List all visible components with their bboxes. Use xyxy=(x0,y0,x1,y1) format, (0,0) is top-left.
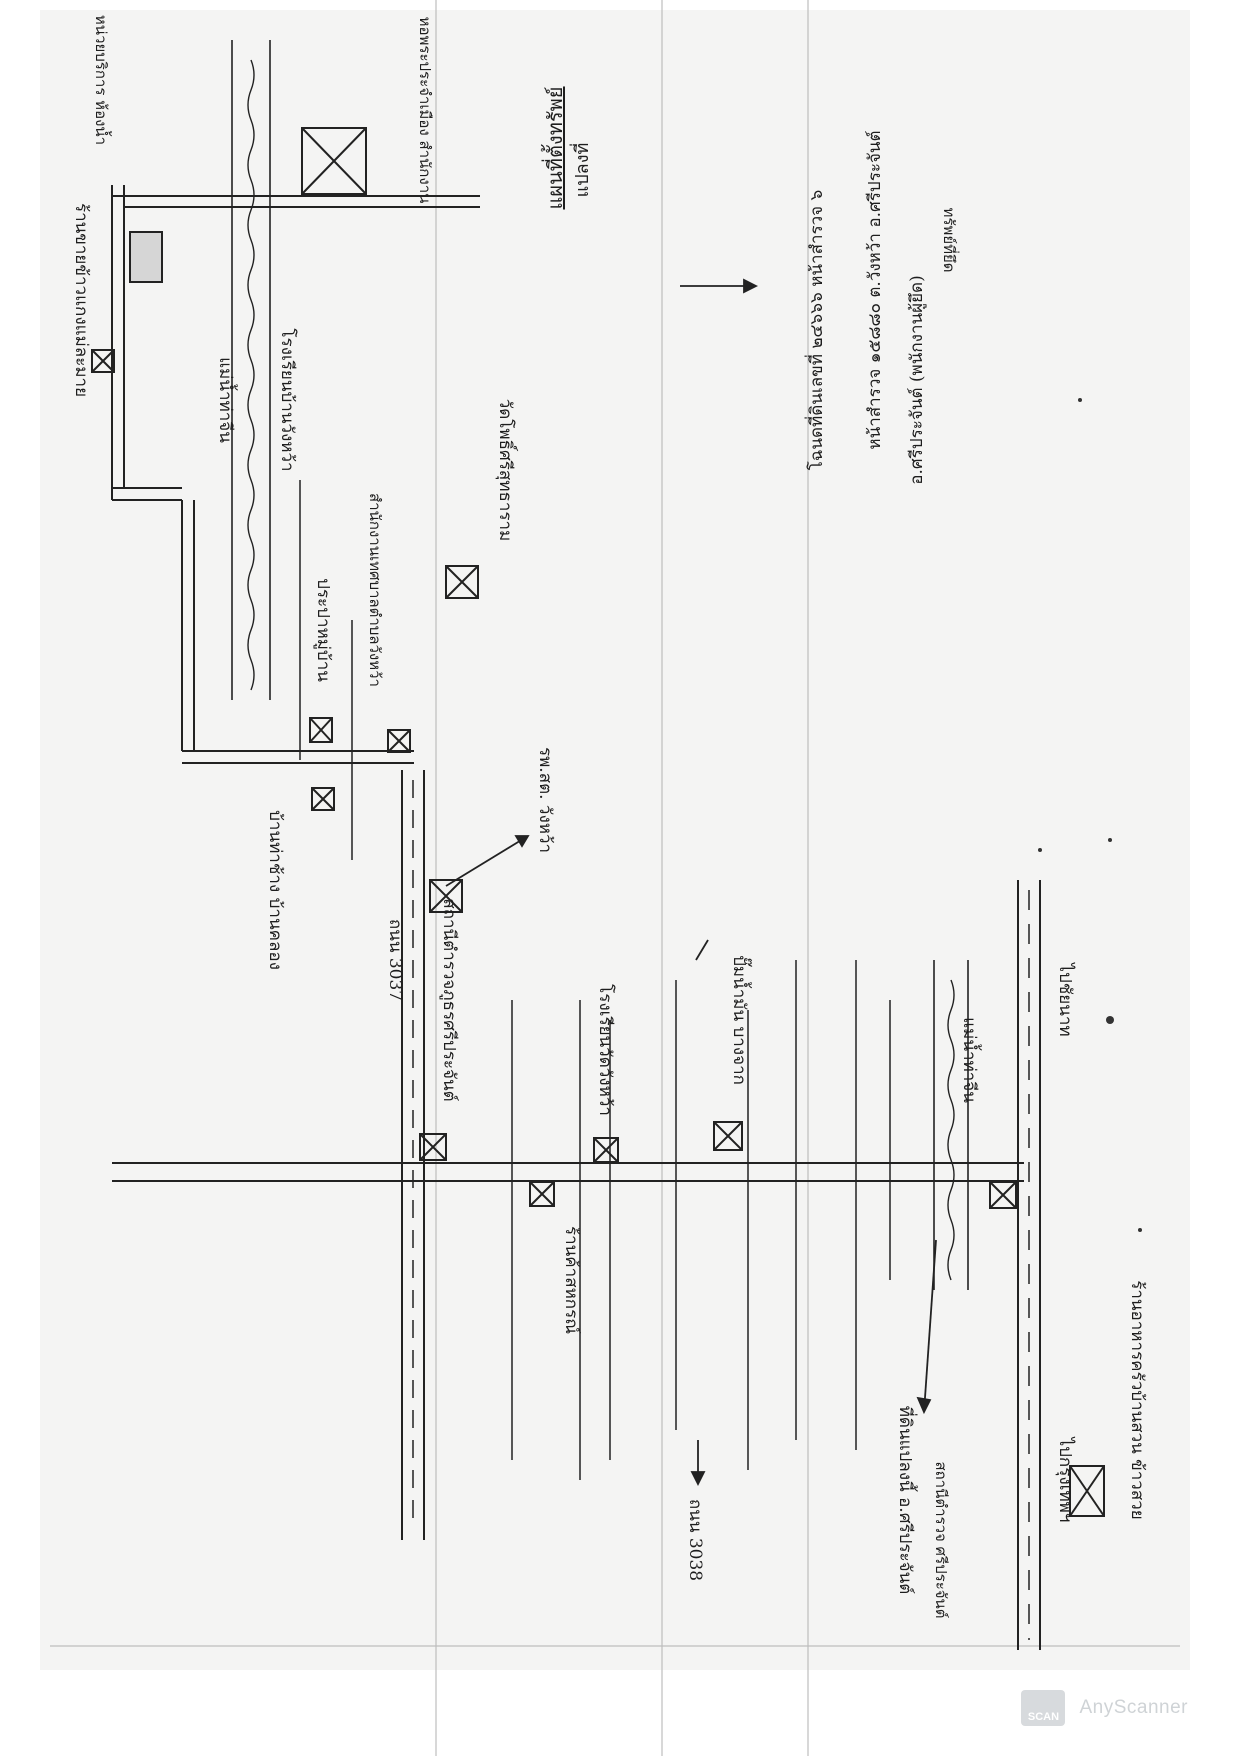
deed-note-1: โฉนดที่ดินเลขที่ ๒๔๖๖๖ หน้าสำรวจ ๖ xyxy=(804,190,827,471)
river-north-label: แม่น้ำท่าจีน xyxy=(215,357,238,443)
building-marker-mid xyxy=(311,787,335,811)
map-title: แผนที่ตั้งทรัพย์ xyxy=(541,86,567,209)
label-police: สถานีตำรวจภูธรศรีประจันต์ xyxy=(439,898,459,1101)
label-shop-right: ร้านค้าสหกรณ์ xyxy=(561,1226,581,1334)
pointer-arrows xyxy=(445,278,937,1487)
building-marker-river xyxy=(309,717,333,743)
building-marker-shop xyxy=(529,1181,555,1207)
river-south-label: แม่น้ำท่าจีน xyxy=(959,1017,982,1103)
river-south xyxy=(933,960,969,1290)
road-3037-label: ถนน 3037 xyxy=(385,919,405,1001)
building-marker-coop xyxy=(593,1137,619,1163)
label-target-note: ทรัพย์ที่ยึด xyxy=(940,207,960,272)
label-office-top: หอพระประจำเมือง สำนักงาน xyxy=(416,17,434,204)
building-marker-large-top xyxy=(301,127,367,195)
landmark-markers xyxy=(91,127,1105,1517)
property-marker xyxy=(989,1181,1017,1209)
scan-specks xyxy=(1038,398,1142,1232)
building-marker-bottom xyxy=(1069,1465,1105,1517)
label-municipal: สำนักงานเทศบาลตำบลวังหว้า xyxy=(366,493,384,687)
scanner-watermark: SCAN AnyScanner xyxy=(1021,1690,1188,1726)
label-temple: วัดโพธิ์ศรีสุทธาราม xyxy=(495,399,518,542)
label-market-corner: หน่วยบริการ ห้องน้ำ xyxy=(92,15,112,145)
label-village-office: บ้านท่าช้าง บ้านคลอง xyxy=(265,810,285,970)
building-marker-3037 xyxy=(429,879,463,913)
building-marker-hatched xyxy=(129,231,163,283)
to-bangkok-label: ไปกรุงเทพฯ xyxy=(1055,1436,1076,1523)
main-road-vertical-right xyxy=(1017,880,1041,1650)
to-chainat-label: ไปชัยนาท xyxy=(1055,961,1076,1036)
label-water-office: ประปาหมู่บ้าน xyxy=(313,578,333,682)
upper-lane xyxy=(111,185,480,764)
label-property: ที่ดินแปลงนี้ อ.ศรีประจันต์ xyxy=(895,1406,918,1595)
label-school-right: โรงเรียนวัดวังหว้า xyxy=(595,984,616,1116)
building-marker-corner xyxy=(445,565,479,599)
map-title-sub: แปลงที่ xyxy=(569,143,593,198)
deed-note-2: หน้าสำรวจ ๑๕๘๘๐ ต.วังหว้า อ.ศรีประจันต์ xyxy=(865,130,885,449)
building-marker-top-left xyxy=(91,349,115,373)
deed-note-3: อ.ศรีประจันต์ (พนักงานผู้ยึด) xyxy=(907,275,927,484)
label-school: โรงเรียนบ้านวังหว้า xyxy=(277,328,298,471)
label-gas-station: ปั๊มน้ำมัน บางจาก xyxy=(729,955,753,1085)
building-marker-gas xyxy=(713,1121,743,1151)
road-3038-label: ถนน 3038 xyxy=(685,1499,705,1581)
label-health-center: รพ.สต. วังหว้า xyxy=(535,747,555,853)
soi-lanes xyxy=(299,480,891,1480)
building-marker-junction xyxy=(419,1133,447,1161)
label-police-bottom: สถานีตำรวจ ศรีประจันต์ xyxy=(932,1461,950,1618)
river-north xyxy=(231,40,271,700)
main-road-horizontal xyxy=(112,1162,1024,1182)
label-shop-bottom: ร้านอาหารครัวบ้านสวน ข้าวสวย xyxy=(1127,1280,1147,1520)
building-marker-lane xyxy=(387,729,411,753)
label-rice-shop: ร้านขายข้าวแกงแม่ละมาย xyxy=(71,203,91,397)
scanner-logo-icon: SCAN xyxy=(1021,1690,1066,1726)
scanner-name: AnyScanner xyxy=(1079,1697,1188,1718)
